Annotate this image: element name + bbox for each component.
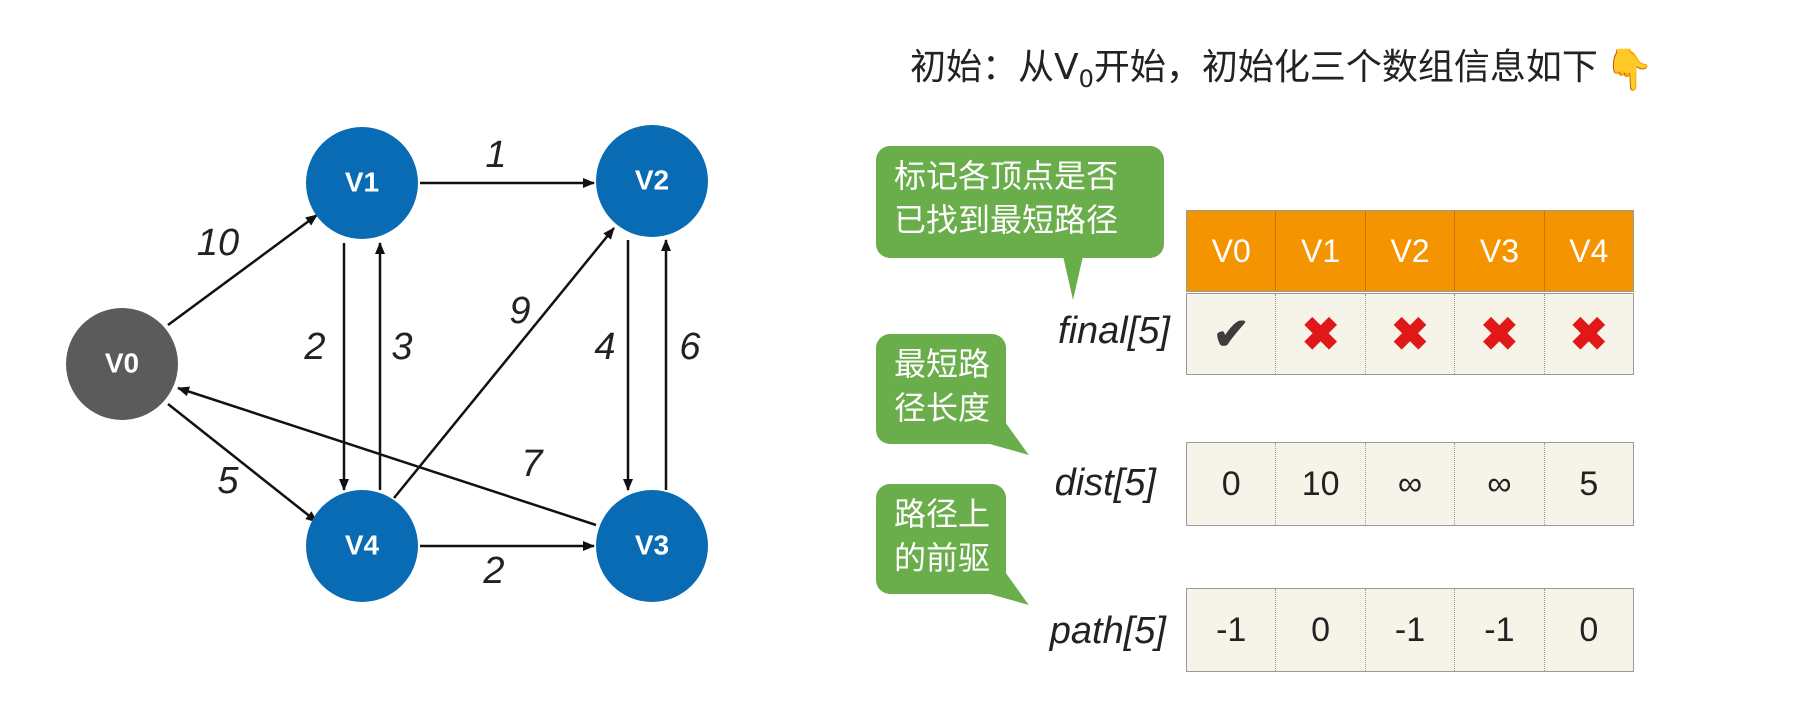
edge-weight-v1-v2: 1 bbox=[485, 134, 506, 176]
edge-weight-v4-v3: 2 bbox=[482, 550, 504, 592]
node-v1 bbox=[306, 127, 418, 239]
heading-suffix: 开始，初始化三个数组信息如下 bbox=[1093, 47, 1598, 88]
edge-weight-v1-v4: 2 bbox=[303, 326, 325, 368]
page-heading: 初始：从V0开始，初始化三个数组信息如下👇 bbox=[910, 38, 1654, 93]
final-array-label: final[5] bbox=[1058, 310, 1170, 352]
final-callout-line-1: 标记各顶点是否 bbox=[894, 157, 1119, 195]
node-label-v1: V1 bbox=[345, 166, 379, 197]
node-label-v0: V0 bbox=[105, 347, 139, 378]
node-v3 bbox=[596, 490, 708, 602]
edge-weight-v4-v2: 9 bbox=[509, 290, 530, 332]
edge-v3-to-v0 bbox=[177, 386, 597, 527]
path-cell-v1: 0 bbox=[1276, 589, 1366, 671]
node-v0 bbox=[66, 308, 178, 420]
edge-weight-v0-v4: 5 bbox=[217, 460, 239, 502]
dist-array-row: 0 10 ∞ ∞ 5 bbox=[1186, 442, 1634, 526]
header-cell-v4: V4 bbox=[1569, 232, 1609, 269]
check-mark-icon: ✔ bbox=[1212, 309, 1250, 359]
cross-mark-icon: ✖ bbox=[1301, 308, 1340, 360]
edge-weight-v2-v3: 4 bbox=[594, 326, 615, 368]
path-cell-v4: 0 bbox=[1579, 610, 1599, 649]
path-cell-v2: -1 bbox=[1366, 589, 1456, 671]
edge-v0-to-v1 bbox=[167, 213, 318, 327]
edge-v4-to-v2 bbox=[393, 227, 615, 499]
path-array-label: path[5] bbox=[1049, 610, 1166, 652]
heading-prefix: 初始：从V bbox=[910, 47, 1079, 88]
final-array-row: ✔ ✖ ✖ ✖ ✖ bbox=[1186, 293, 1634, 375]
final-cell-v3: ✖ bbox=[1455, 294, 1545, 374]
edge-weight-v3-v0: 7 bbox=[521, 443, 544, 485]
edge-weight-v3-v2: 6 bbox=[679, 326, 701, 368]
edge-weight-v4-v1: 3 bbox=[391, 326, 412, 368]
node-label-v3: V3 bbox=[635, 529, 669, 560]
final-cell-v2: ✖ bbox=[1366, 294, 1456, 374]
final-callout-line-2: 已找到最短路径 bbox=[894, 201, 1119, 239]
path-callout: 路径上 的前驱 bbox=[876, 484, 1006, 594]
final-cell-v0: ✔ bbox=[1187, 294, 1277, 374]
header-cell-v2: V2 bbox=[1366, 211, 1456, 291]
header-cell-v1: V1 bbox=[1276, 211, 1366, 291]
edge-v0-to-v4 bbox=[167, 403, 318, 523]
dist-cell-v0: 0 bbox=[1187, 443, 1277, 525]
path-cell-v3: -1 bbox=[1455, 589, 1545, 671]
dist-callout-line-1: 最短路 bbox=[894, 345, 991, 383]
vertex-header-row: V0 V1 V2 V3 V4 bbox=[1186, 210, 1634, 292]
dist-array-label: dist[5] bbox=[1054, 462, 1156, 504]
edge-weight-v0-v1: 10 bbox=[197, 222, 239, 264]
header-cell-v3: V3 bbox=[1455, 211, 1545, 291]
path-cell-v0: -1 bbox=[1187, 589, 1277, 671]
path-callout-line-2: 的前驱 bbox=[894, 539, 991, 577]
path-array-row: -1 0 -1 -1 0 bbox=[1186, 588, 1634, 672]
heading-subscript: 0 bbox=[1078, 65, 1094, 93]
pointing-down-hand-icon: 👇 bbox=[1603, 47, 1654, 93]
dist-callout-line-2: 径长度 bbox=[894, 389, 991, 427]
cross-mark-icon: ✖ bbox=[1390, 308, 1430, 360]
final-callout-tail bbox=[1063, 256, 1083, 300]
dist-cell-v4: 5 bbox=[1579, 464, 1599, 503]
dist-cell-v3: ∞ bbox=[1455, 443, 1545, 525]
node-v4 bbox=[306, 490, 418, 602]
dist-cell-v1: 10 bbox=[1276, 443, 1366, 525]
dist-cell-v2: ∞ bbox=[1366, 443, 1456, 525]
final-callout: 标记各顶点是否 已找到最短路径 bbox=[876, 146, 1164, 258]
header-cell-v0: V0 bbox=[1187, 211, 1277, 291]
final-cell-v4: ✖ bbox=[1545, 294, 1633, 374]
node-label-v4: V4 bbox=[345, 529, 380, 560]
cross-mark-icon: ✖ bbox=[1569, 308, 1609, 360]
path-callout-line-1: 路径上 bbox=[894, 495, 991, 533]
node-label-v2: V2 bbox=[635, 164, 669, 195]
final-cell-v1: ✖ bbox=[1276, 294, 1366, 374]
cross-mark-icon: ✖ bbox=[1480, 308, 1519, 360]
dist-callout: 最短路 径长度 bbox=[876, 334, 1006, 444]
node-v2 bbox=[596, 125, 708, 237]
